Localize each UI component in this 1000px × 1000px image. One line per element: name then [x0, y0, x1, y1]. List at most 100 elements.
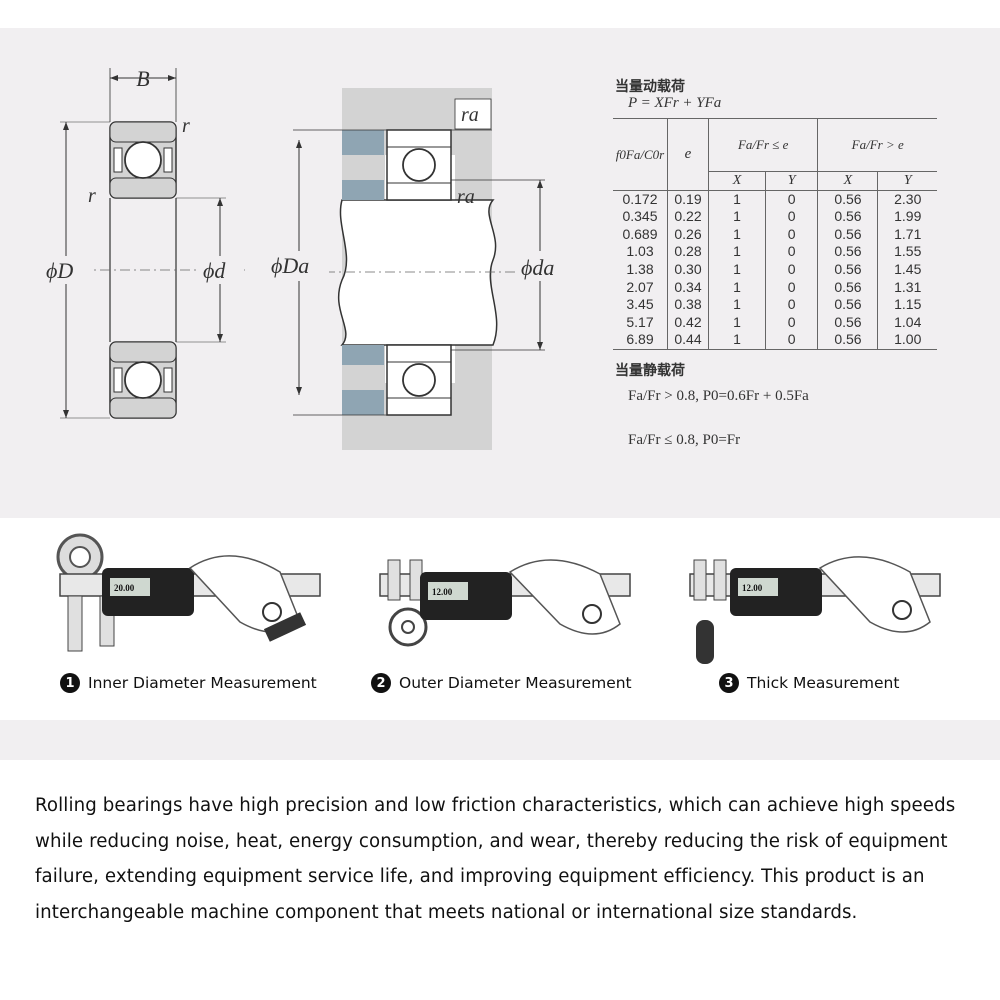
dim-label-shaft-d: ϕda: [521, 255, 554, 280]
measurement-text-3: Thick Measurement: [747, 674, 900, 692]
table-cell-r: 3.45: [613, 296, 668, 314]
step-badge-3: 3: [719, 673, 739, 693]
header-group-le: Fa/Fr ≤ e: [708, 118, 819, 172]
table-cell-e: 0.26: [667, 225, 709, 244]
measurement-text-1: Inner Diameter Measurement: [88, 674, 317, 692]
table-cell-y1: 0: [765, 331, 819, 350]
table-cell-x2: 0.56: [817, 225, 879, 244]
measurement-label-thick: 3 Thick Measurement: [719, 673, 899, 693]
table-cell-x2: 0.56: [817, 278, 879, 297]
table-cell-e: 0.28: [667, 243, 709, 261]
mounting-diagram: ϕDa ϕda ra ra: [267, 88, 577, 450]
table-cell-r: 2.07: [613, 278, 668, 297]
table-cell-x1: 1: [708, 190, 766, 209]
table-cell-e: 0.34: [667, 278, 709, 297]
table-cell-y1: 0: [765, 278, 819, 297]
header-e: e: [667, 118, 709, 191]
dim-label-outer-d: ϕD: [46, 258, 73, 283]
table-cell-x1: 1: [708, 260, 766, 279]
bearing-section-diagram: B r r ϕD ϕd: [44, 66, 245, 419]
table-cell-y1: 0: [765, 208, 819, 226]
table-cell-y2: 1.99: [894, 208, 922, 225]
header-x2: X: [817, 171, 879, 191]
measurement-text-2: Outer Diameter Measurement: [399, 674, 632, 692]
step-badge-1: 1: [60, 673, 80, 693]
table-cell-y2: 1.55: [894, 243, 922, 260]
table-cell-y2: 1.45: [894, 260, 922, 277]
dim-label-inner-d: ϕd: [203, 258, 226, 283]
measurement-label-inner: 1 Inner Diameter Measurement: [60, 673, 317, 693]
fillet-label-top: ra: [461, 104, 479, 126]
table-cell-x1: 1: [708, 208, 766, 226]
table-cell-e: 0.38: [667, 296, 709, 314]
caliper-inner-measurement: 20.00: [56, 533, 321, 652]
fillet-label-mid: ra: [457, 186, 475, 208]
table-cell-x2: 0.56: [817, 243, 879, 261]
table-cell-r: 5.17: [613, 313, 668, 332]
table-cell-y1: 0: [765, 243, 819, 261]
table-cell-x2: 0.56: [817, 190, 879, 209]
product-description: Rolling bearings have high precision and…: [35, 795, 956, 923]
table-cell-e: 0.44: [667, 331, 709, 350]
table-cell-e: 0.42: [667, 313, 709, 332]
table-cell-r: 1.38: [613, 260, 668, 279]
table-cell-y2: 1.31: [894, 278, 922, 295]
ball-upper: [124, 141, 162, 179]
housing-shoulder-bottom: [342, 390, 384, 415]
table-cell-x1: 1: [708, 225, 766, 244]
table-cell-r: 1.03: [613, 243, 668, 261]
table-cell-y1: 0: [765, 225, 819, 244]
table-cell-e: 0.19: [667, 190, 709, 209]
dynamic-load-formula: P = XFr + YFa: [628, 95, 722, 111]
static-load-title: 当量静载荷: [615, 363, 685, 379]
ball-lower-mount: [402, 363, 436, 397]
measurement-label-outer: 2 Outer Diameter Measurement: [371, 673, 632, 693]
table-cell-x2: 0.56: [817, 208, 879, 226]
table-cell-y1: 0: [765, 313, 819, 332]
dim-label-housing-d: ϕDa: [271, 253, 309, 278]
table-cell-y1: 0: [765, 190, 819, 209]
caliper-readout-2: 12.00: [432, 587, 453, 597]
radius-label-top: r: [182, 115, 190, 137]
table-cell-r: 6.89: [613, 331, 668, 350]
table-cell-r: 0.345: [613, 208, 668, 226]
table-cell-y2: 1.00: [894, 331, 922, 348]
table-cell-e: 0.22: [667, 208, 709, 226]
dim-label-b: B: [136, 66, 149, 91]
table-cell-y2: 1.71: [894, 225, 922, 242]
ball-upper-mount: [402, 148, 436, 182]
caliper-thick-measurement: 12.00: [689, 556, 941, 664]
table-cell-x2: 0.56: [817, 260, 879, 279]
table-cell-x1: 1: [708, 296, 766, 314]
table-cell-y1: 0: [765, 296, 819, 314]
table-cell-y1: 0: [765, 260, 819, 279]
measurement-illustrations: 20.00 12.00 12.00: [56, 533, 941, 664]
shaft-shoulder-bottom: [342, 345, 384, 365]
step-badge-2: 2: [371, 673, 391, 693]
table-cell-r: 0.689: [613, 225, 668, 244]
table-cell-x2: 0.56: [817, 313, 879, 332]
static-load-line-2: Fa/Fr ≤ 0.8, P0=Fr: [628, 432, 741, 448]
table-cell-e: 0.30: [667, 260, 709, 279]
shaft-shoulder-top: [342, 180, 384, 200]
table-cell-x1: 1: [708, 331, 766, 350]
table-cell-x2: 0.56: [817, 331, 879, 350]
table-cell-r: 0.172: [613, 190, 668, 209]
table-cell-x2: 0.56: [817, 296, 879, 314]
radius-label-side: r: [88, 185, 96, 207]
caliper-readout-3: 12.00: [742, 583, 763, 593]
static-load-line-1: Fa/Fr > 0.8, P0=0.6Fr + 0.5Fa: [628, 388, 809, 404]
table-cell-x1: 1: [708, 278, 766, 297]
header-ratio: f0Fa/C0r: [613, 118, 668, 191]
caliper-outer-measurement: 12.00: [379, 559, 631, 647]
table-cell-y2: 2.30: [894, 190, 922, 207]
